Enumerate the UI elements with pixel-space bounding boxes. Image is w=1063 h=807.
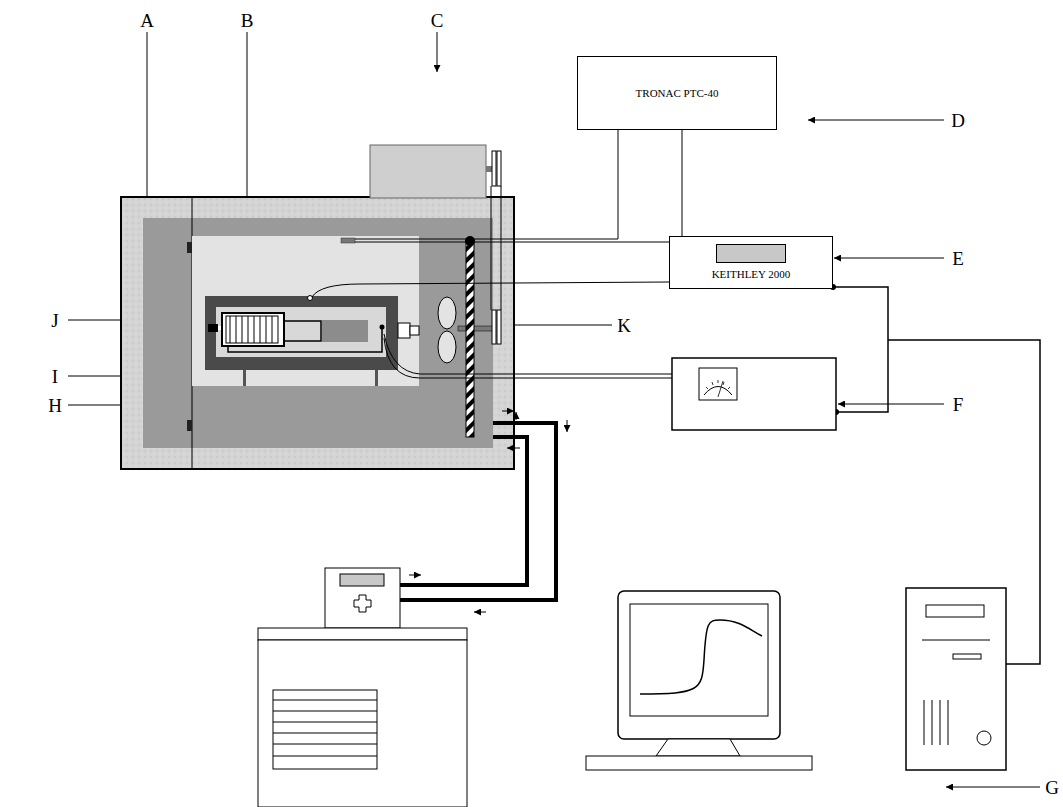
callout-letter: C (431, 11, 444, 30)
controller-box: TRONAC PTC-40 (577, 56, 777, 130)
instrument-label: TRONAC PTC-40 (636, 87, 719, 99)
callout-letter: G (1045, 778, 1059, 797)
callout-letter: K (617, 316, 631, 335)
instrument-label: KEITHLEY 2000 (712, 268, 791, 280)
display-window (716, 244, 786, 263)
callout-letter: B (241, 11, 254, 30)
callout-letter: A (140, 11, 154, 30)
multimeter-box: KEITHLEY 2000 (669, 236, 833, 289)
callout-letter: D (951, 111, 965, 130)
callout-letter: J (51, 311, 58, 330)
callout-letter: E (952, 249, 964, 268)
callout-letter: H (48, 396, 62, 415)
callout-letter: I (52, 367, 58, 386)
callout-letter: F (953, 395, 964, 414)
